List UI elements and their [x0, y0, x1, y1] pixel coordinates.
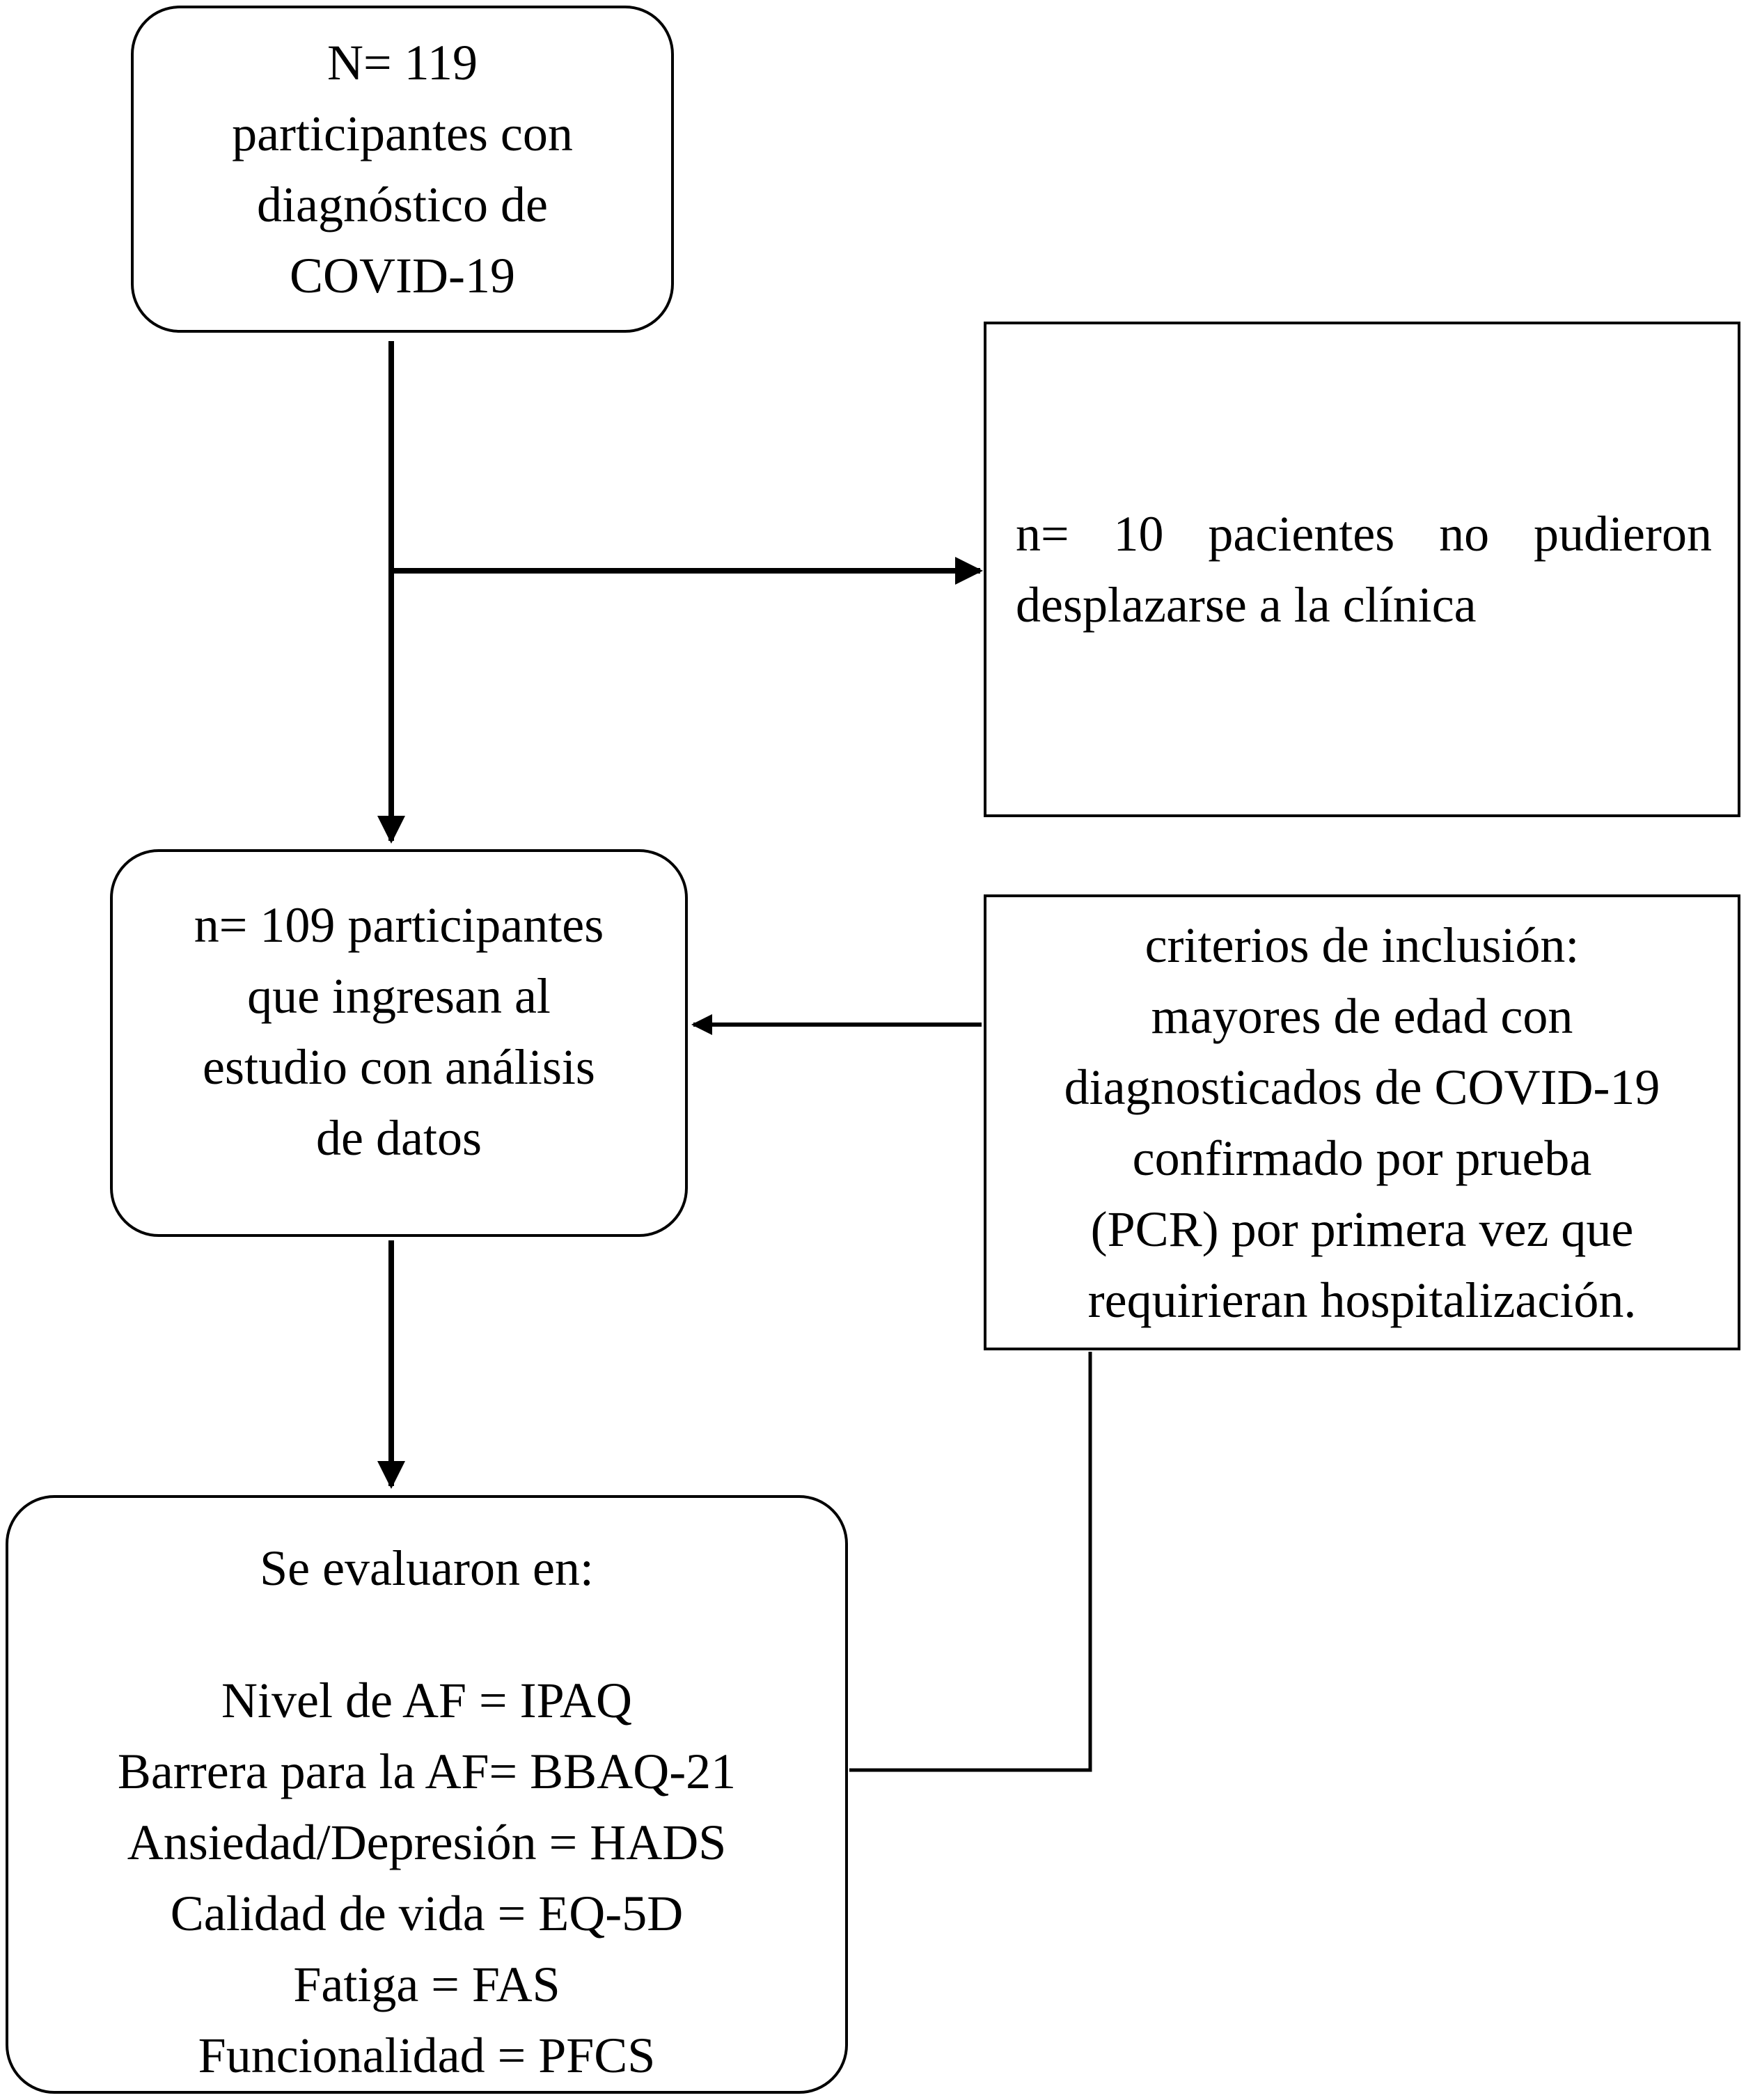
- node-text-line: n= 10 pacientes no pudieron: [1016, 506, 1712, 562]
- node-text-line: N= 119: [327, 35, 478, 90]
- node-heading: Se evaluaron en:: [260, 1540, 594, 1596]
- connector-criteria-to-evaluated: [849, 1352, 1092, 1772]
- measure-line: Fatiga = FAS: [293, 1957, 560, 2012]
- node-text-line: confirmado por prueba: [1132, 1130, 1592, 1186]
- measure-line: Calidad de vida = EQ-5D: [170, 1886, 684, 1941]
- node-text-line: de datos: [316, 1110, 482, 1166]
- node-total-participants: N= 119 participantes con diagnóstico de …: [131, 6, 674, 333]
- measure-line: Barrera para la AF= BBAQ-21: [117, 1744, 737, 1799]
- node-text-line: desplazarse a la clínica: [1016, 577, 1477, 633]
- node-text-line: COVID-19: [290, 248, 515, 303]
- node-text-line: requirieran hospitalización.: [1087, 1272, 1637, 1328]
- node-text-line: diagnóstico de: [257, 177, 548, 232]
- node-text-line: n= 109 participantes: [194, 897, 604, 953]
- node-excluded-patients: n= 10 pacientes no pudieron desplazarse …: [984, 322, 1740, 817]
- node-evaluation-measures: Se evaluaron en: Nivel de AF = IPAQ Barr…: [6, 1495, 848, 2094]
- node-text-line: participantes con: [232, 106, 573, 161]
- measure-line: Funcionalidad = PFCS: [198, 2028, 656, 2083]
- node-text-line: estudio con análisis: [203, 1039, 595, 1095]
- measure-line: Nivel de AF = IPAQ: [221, 1673, 632, 1728]
- node-text-line: que ingresan al: [247, 968, 551, 1024]
- measure-line: Ansiedad/Depresión = HADS: [127, 1815, 727, 1870]
- node-text-line: (PCR) por primera vez que: [1090, 1201, 1634, 1257]
- node-included-participants: n= 109 participantes que ingresan al est…: [110, 849, 688, 1237]
- node-text-line: diagnosticados de COVID-19: [1064, 1059, 1660, 1115]
- node-text-line: mayores de edad con: [1151, 988, 1573, 1044]
- node-text-line: criterios de inclusión:: [1145, 917, 1580, 973]
- node-inclusion-criteria: criterios de inclusión: mayores de edad …: [984, 894, 1740, 1350]
